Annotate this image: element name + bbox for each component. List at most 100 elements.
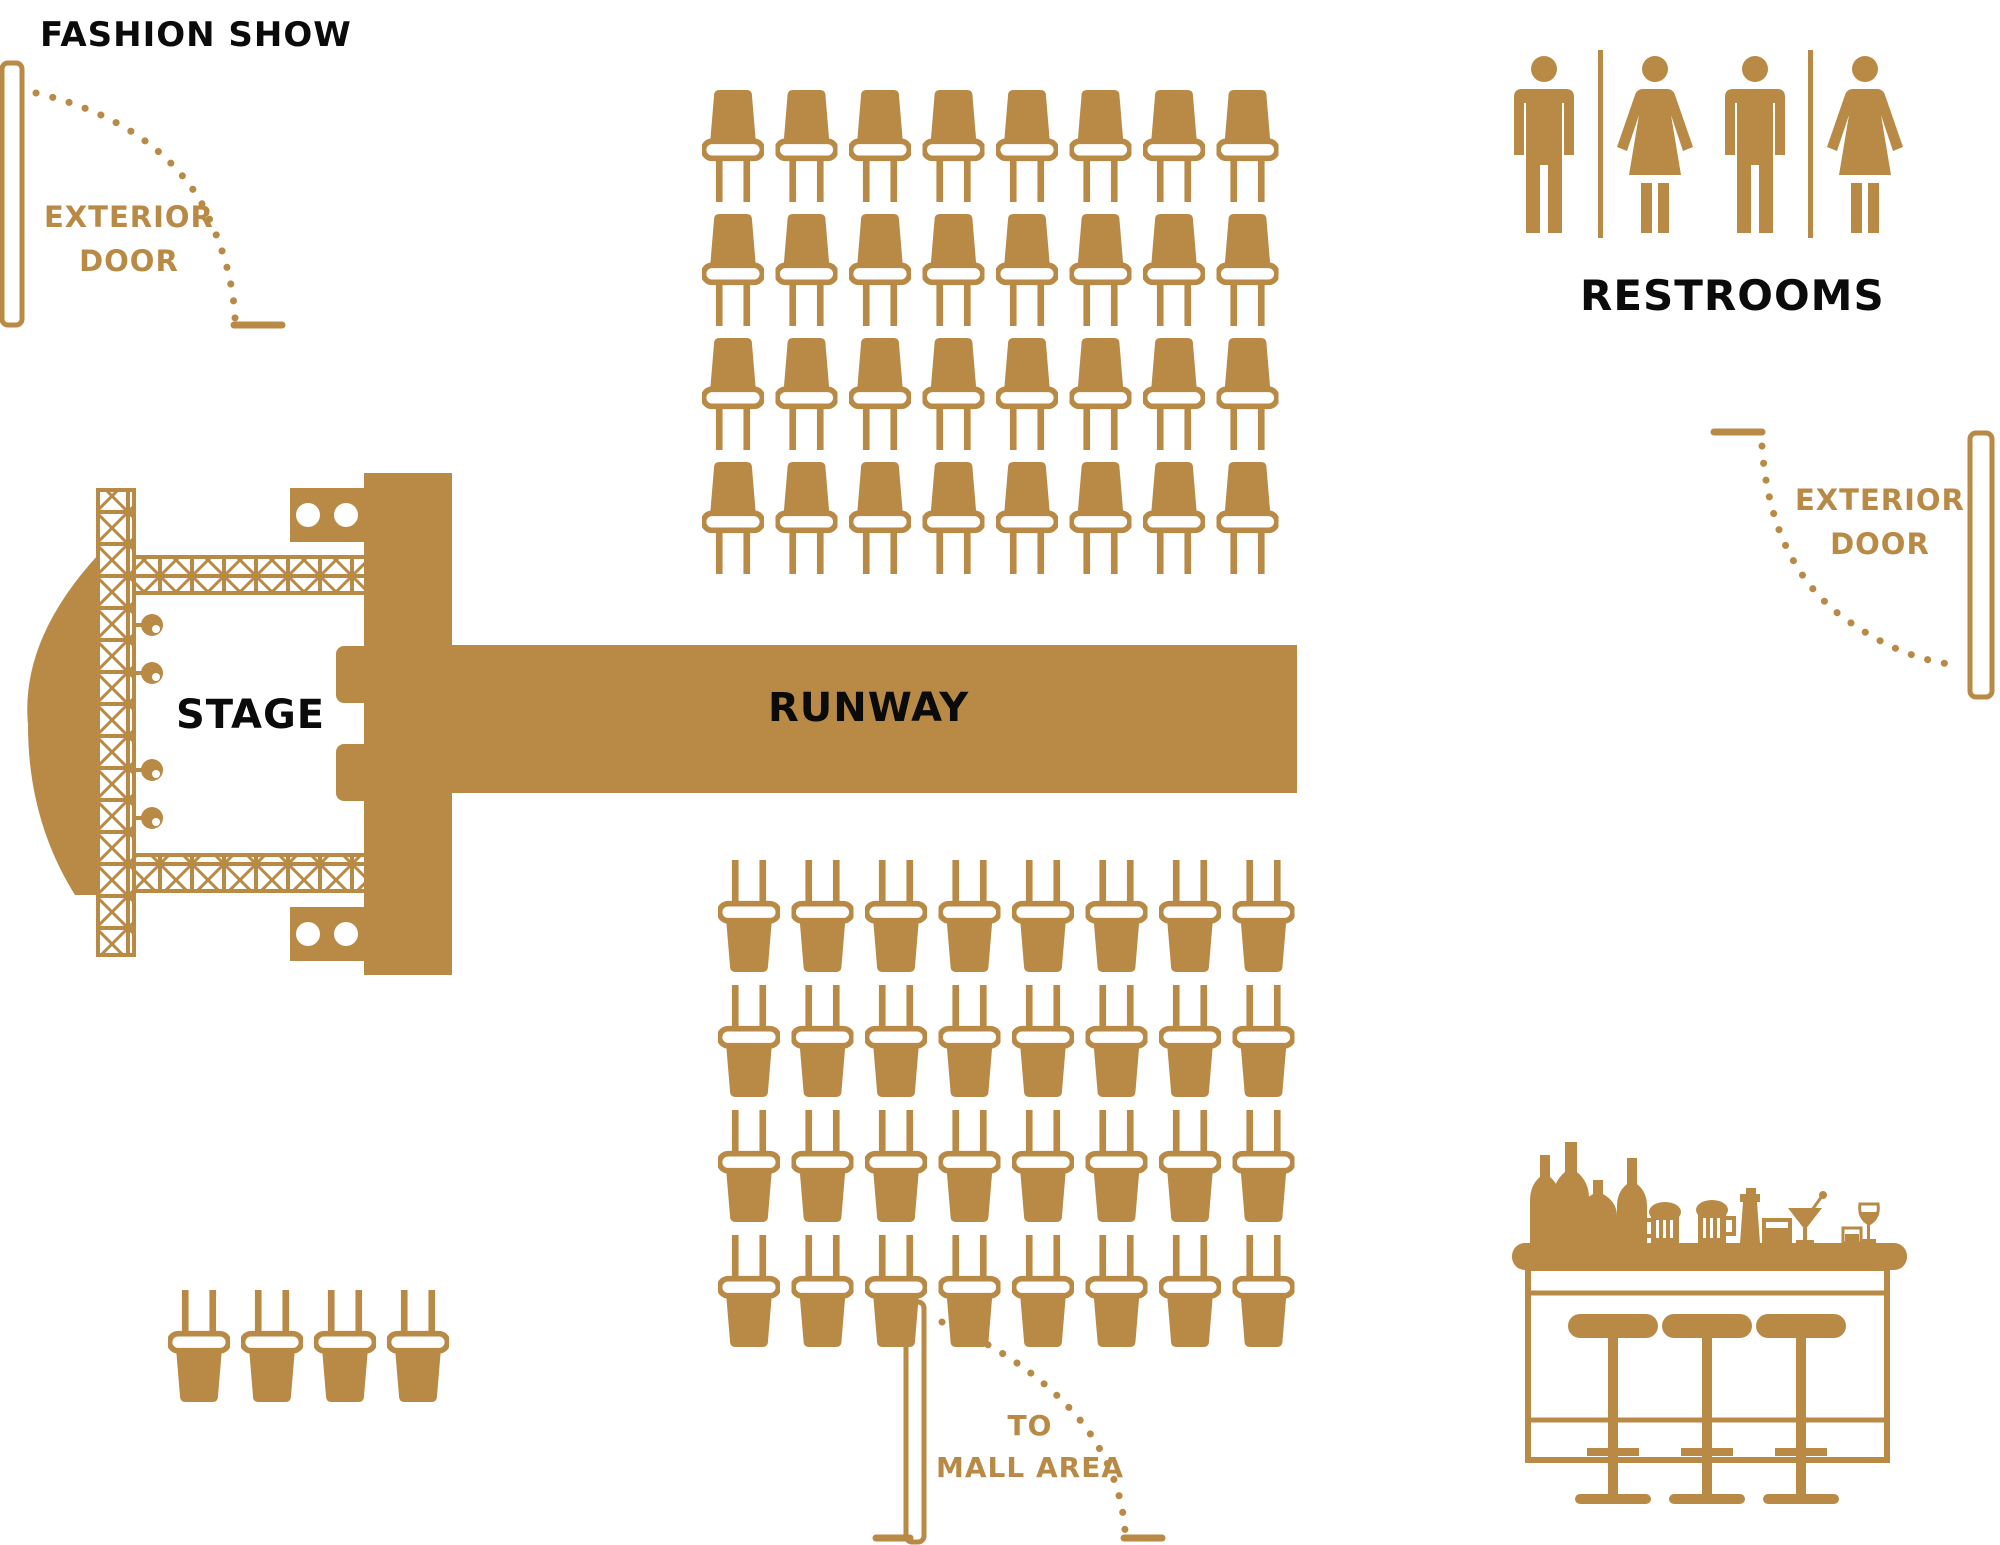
chair-icon: [1161, 1235, 1220, 1347]
chair-icon: [940, 860, 999, 972]
chair-icon: [867, 985, 926, 1097]
chair-icon: [1014, 985, 1073, 1097]
chair-icon: [1234, 985, 1293, 1097]
chair-icon: [1071, 214, 1130, 326]
chair-icon: [1234, 860, 1293, 972]
chair-icon: [777, 90, 836, 202]
chair-icon: [1071, 90, 1130, 202]
spotlight-icon: [134, 614, 163, 636]
whiskey-glass-icon: [1762, 1218, 1792, 1245]
runway-label: RUNWAY: [768, 685, 970, 731]
chair-icon: [1161, 860, 1220, 972]
chair-icon: [170, 1290, 229, 1402]
chair-icon: [704, 462, 763, 574]
martini-glass-icon: [1788, 1191, 1827, 1244]
chair-icon: [793, 1110, 852, 1222]
exterior-door-left-label: EXTERIOR DOOR: [44, 195, 214, 283]
man-icon: [1725, 56, 1785, 233]
chair-icon: [793, 985, 852, 1097]
chair-icon: [940, 985, 999, 1097]
chair-icon: [1145, 462, 1204, 574]
chair-icon: [1161, 985, 1220, 1097]
chair-icon: [851, 214, 910, 326]
bar-stool-icon: [1756, 1314, 1846, 1504]
chair-icon: [720, 985, 779, 1097]
chair-icon: [924, 214, 983, 326]
chair-icon: [704, 338, 763, 450]
chair-icon: [1234, 1235, 1293, 1347]
woman-icon: [1827, 56, 1903, 233]
chair-icon: [924, 462, 983, 574]
upper-seating-block: [704, 90, 1277, 574]
chair-icon: [1218, 90, 1277, 202]
chair-icon: [777, 214, 836, 326]
chair-icon: [1014, 1110, 1073, 1222]
chair-icon: [851, 338, 910, 450]
chair-icon: [851, 90, 910, 202]
chair-icon: [1218, 214, 1277, 326]
chair-icon: [777, 462, 836, 574]
chair-icon: [389, 1290, 448, 1402]
wine-bottle-icon: [1579, 1180, 1617, 1243]
bar-stool-icon: [1568, 1314, 1658, 1504]
chair-icon: [1014, 1235, 1073, 1347]
divider: [1598, 50, 1603, 238]
exterior-door-left[interactable]: [0, 60, 286, 329]
mall-area-exit[interactable]: [872, 1299, 1166, 1545]
chair-icon: [793, 1235, 852, 1347]
chair-icon: [1087, 1235, 1146, 1347]
chair-icon: [998, 338, 1057, 450]
chair-icon: [1145, 90, 1204, 202]
chair-icon: [940, 1110, 999, 1222]
shot-glass-icon: [1841, 1226, 1863, 1245]
chair-icon: [867, 1235, 926, 1347]
bar-stool-icon: [1662, 1314, 1752, 1504]
wine-bottle-icon: [1617, 1158, 1647, 1243]
speaker-icon: [290, 907, 364, 961]
extra-seating-row: [170, 1290, 448, 1402]
chair-icon: [1218, 338, 1277, 450]
chair-icon: [851, 462, 910, 574]
label-line: EXTERIOR: [44, 200, 214, 234]
wine-glass-icon: [1858, 1202, 1880, 1243]
label-line: EXTERIOR: [1795, 483, 1965, 517]
chair-icon: [720, 1235, 779, 1347]
beer-mug-icon: [1641, 1202, 1681, 1243]
page-title: FASHION SHOW: [40, 15, 352, 55]
cocktail-shaker-icon: [1740, 1188, 1760, 1243]
exterior-door-right[interactable]: [1710, 428, 1995, 700]
chair-icon: [720, 1110, 779, 1222]
chair-icon: [793, 860, 852, 972]
chair-icon: [704, 214, 763, 326]
speaker-icon: [290, 488, 364, 542]
chair-icon: [1161, 1110, 1220, 1222]
restrooms-label: RESTROOMS: [1580, 271, 1885, 320]
chair-icon: [1071, 462, 1130, 574]
chair-icon: [940, 1235, 999, 1347]
exterior-door-right-label: EXTERIOR DOOR: [1795, 478, 1965, 566]
chair-icon: [1087, 985, 1146, 1097]
label-line: MALL AREA: [936, 1451, 1124, 1484]
chair-icon: [998, 462, 1057, 574]
chair-icon: [720, 860, 779, 972]
stage[interactable]: [27, 473, 452, 975]
chair-icon: [1234, 1110, 1293, 1222]
chair-icon: [1014, 860, 1073, 972]
stage-label: STAGE: [176, 692, 326, 738]
chair-icon: [704, 90, 763, 202]
runway[interactable]: [452, 645, 1297, 793]
chair-icon: [1087, 1110, 1146, 1222]
spotlight-icon: [134, 662, 163, 684]
spotlight-icon: [134, 759, 163, 781]
chair-icon: [1218, 462, 1277, 574]
chair-icon: [316, 1290, 375, 1402]
bar[interactable]: [1512, 1142, 1907, 1504]
man-icon: [1514, 56, 1574, 233]
chair-icon: [998, 214, 1057, 326]
chair-icon: [1145, 214, 1204, 326]
divider: [1808, 50, 1813, 238]
chair-icon: [777, 338, 836, 450]
chair-icon: [867, 860, 926, 972]
spotlight-icon: [134, 807, 163, 829]
